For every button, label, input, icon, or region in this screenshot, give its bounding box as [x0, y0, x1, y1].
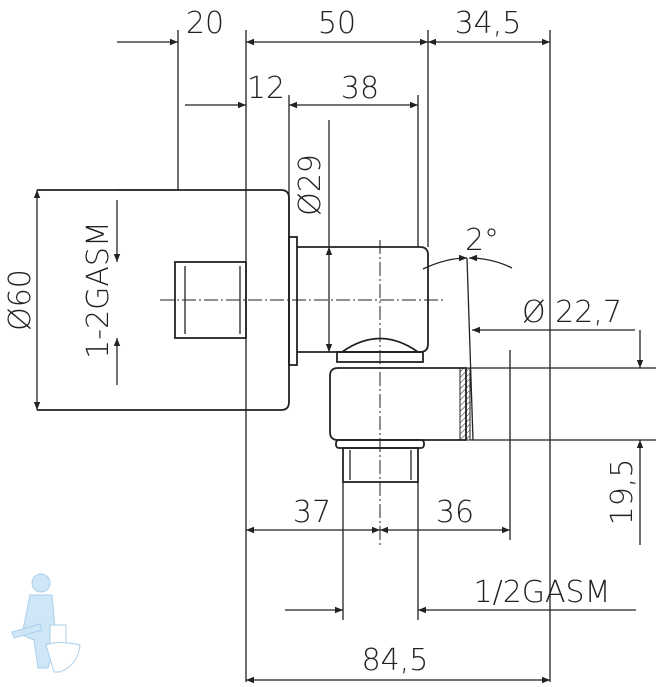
dim-38: 38 — [341, 71, 379, 106]
dim-37: 37 — [293, 495, 331, 530]
dim-angle: 2° — [465, 223, 499, 258]
dim-19-5: 19,5 — [605, 459, 640, 526]
dim-84-5: 84,5 — [362, 643, 429, 678]
dim-50: 50 — [318, 6, 356, 41]
extension-lines — [115, 30, 656, 682]
center-lines — [160, 240, 511, 545]
dim-dia-29: Ø29 — [293, 154, 328, 216]
dim-dia-60: Ø60 — [3, 269, 38, 331]
dim-thread-bottom: 1/2GASM — [474, 575, 611, 610]
plumber-logo — [11, 573, 81, 673]
dim-dia-22-7: Ø 22,7 — [522, 295, 622, 330]
dimension-lines — [33, 38, 644, 684]
dim-34-5: 34,5 — [455, 6, 522, 41]
dimension-labels: 20 50 34,5 12 38 Ø60 1-2GASM Ø29 2° Ø 22… — [3, 6, 640, 678]
dim-20: 20 — [186, 6, 224, 41]
dim-36: 36 — [436, 495, 474, 530]
dim-thread-left: 1-2GASM — [81, 221, 116, 359]
dim-12: 12 — [247, 71, 285, 106]
